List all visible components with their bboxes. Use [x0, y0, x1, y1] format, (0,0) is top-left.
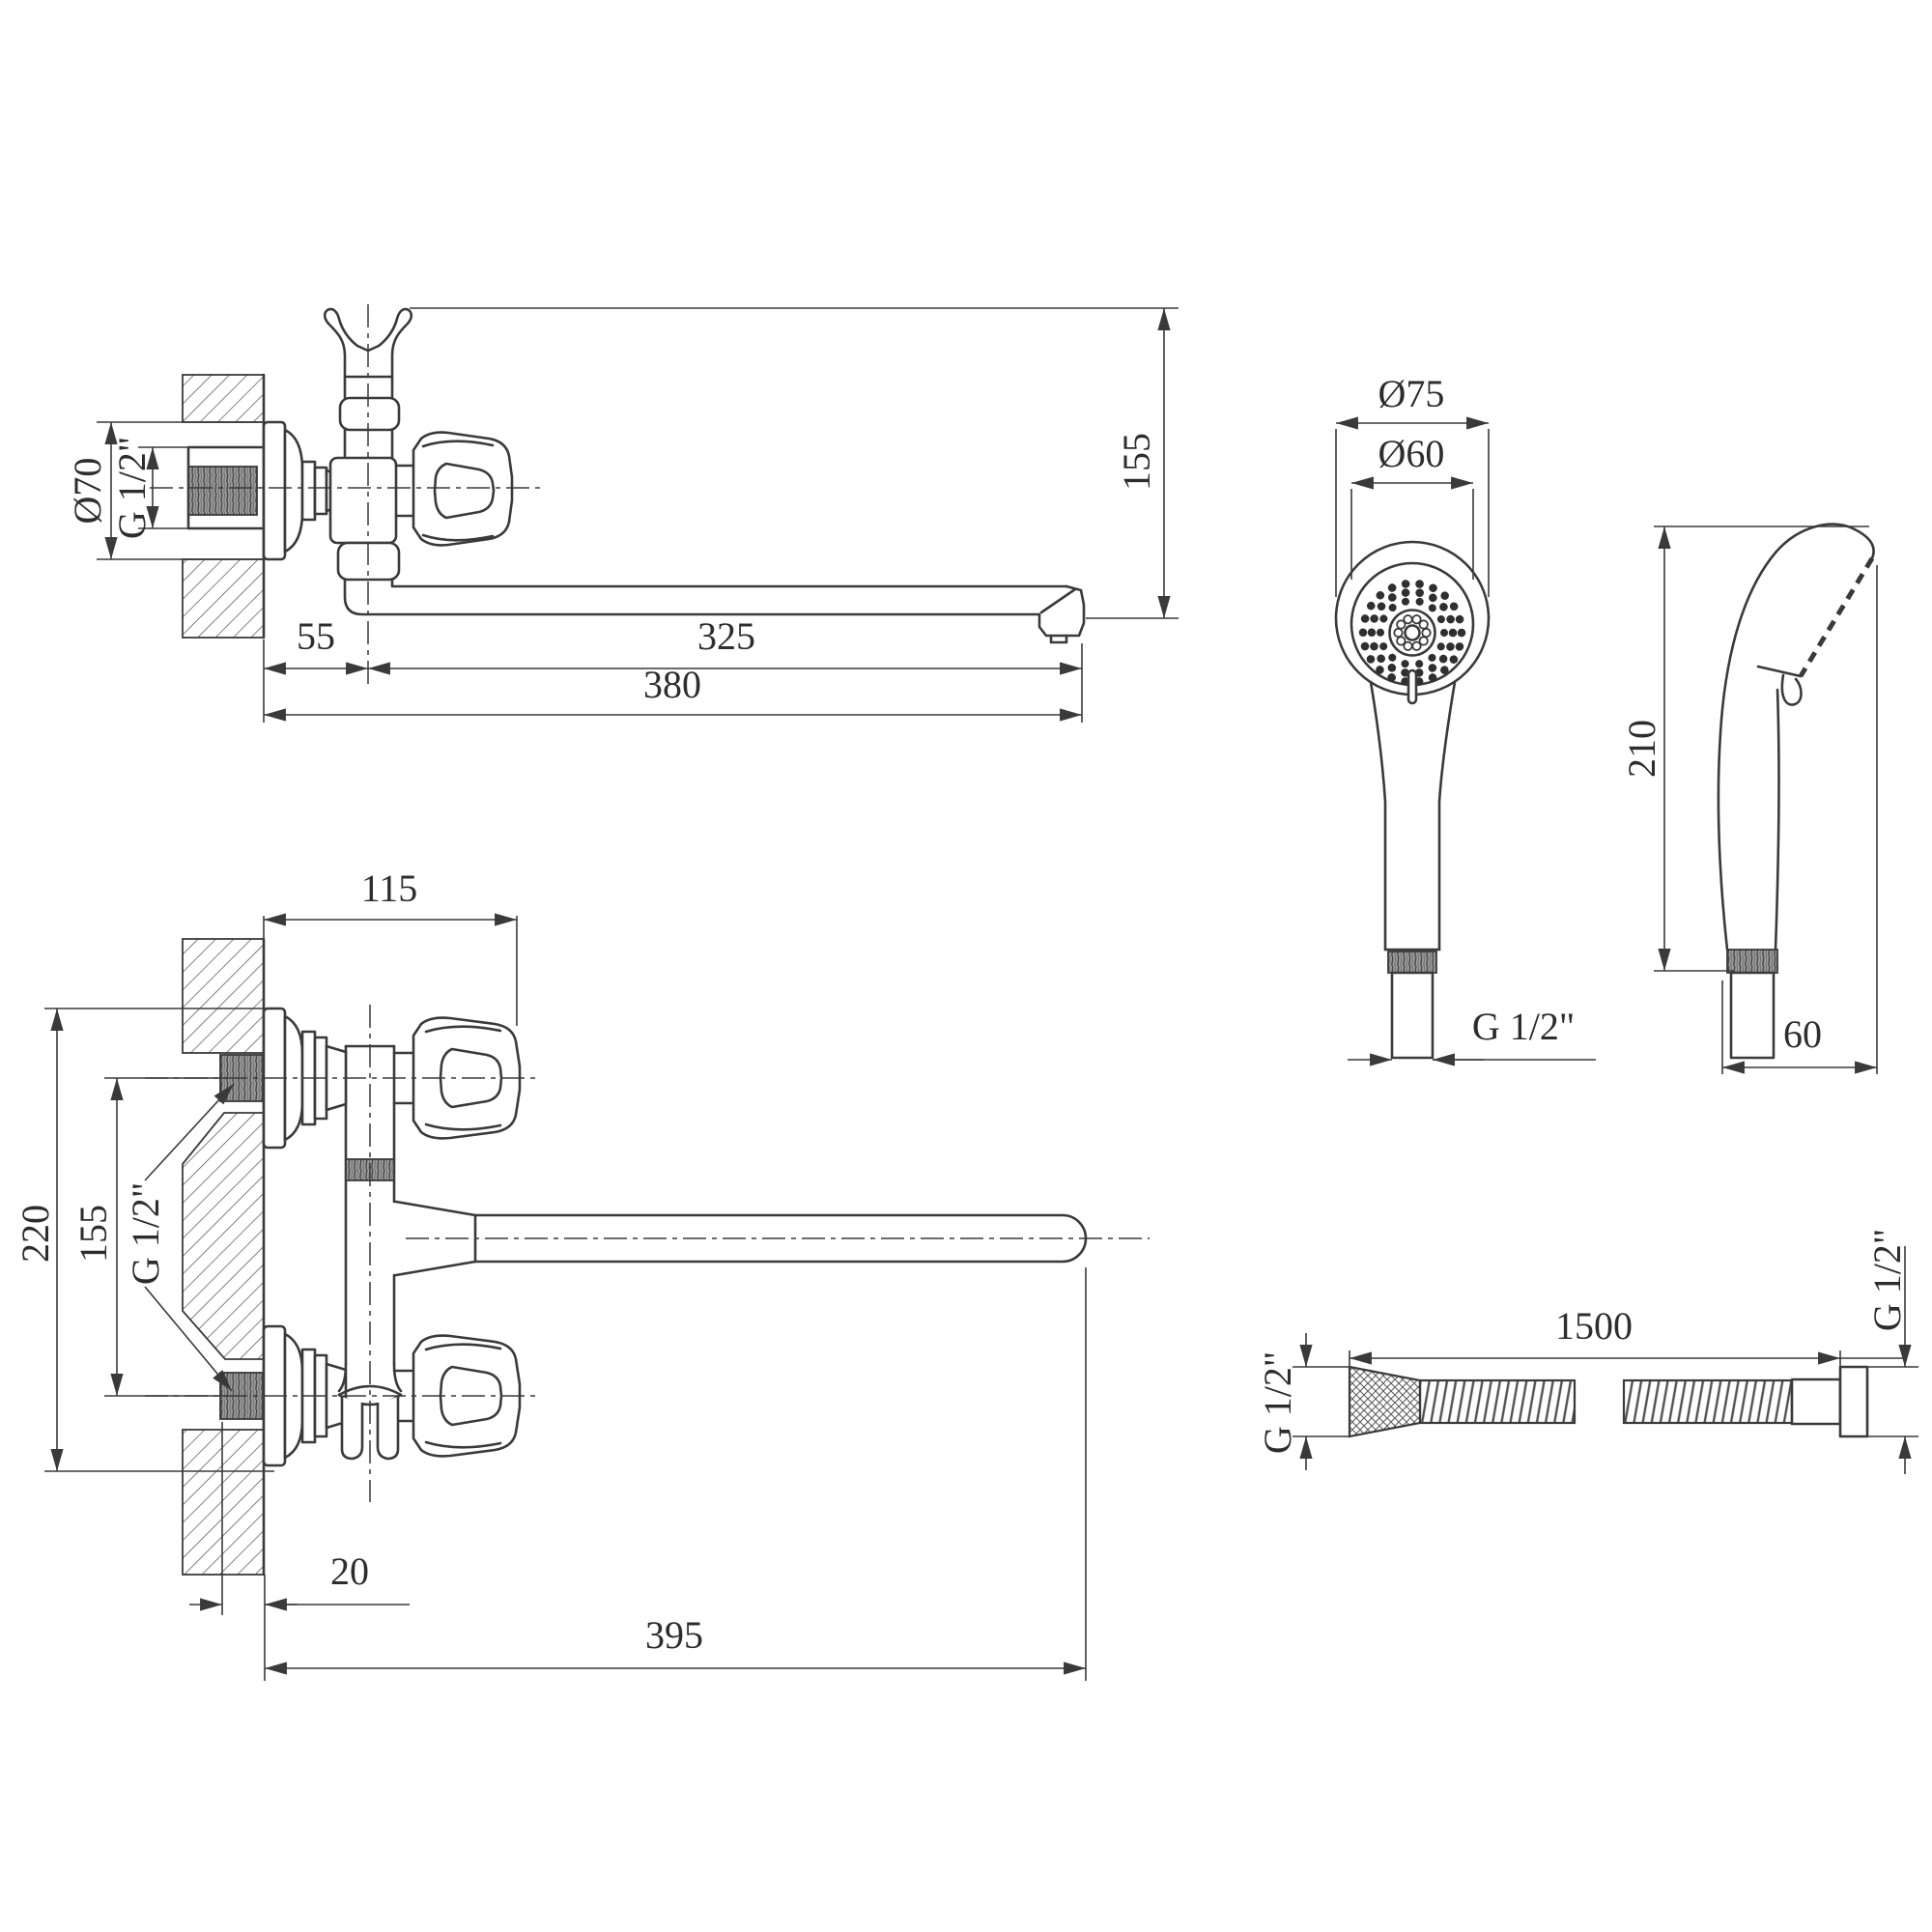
fork-rim-upper	[337, 1384, 403, 1397]
spout-end-chamfer	[1039, 587, 1077, 614]
mixer-front-view: 115 220 155 G 1/2" 20 3	[14, 867, 1150, 1681]
supply-pipe-thread	[187, 466, 258, 516]
handle-facet-top	[421, 440, 495, 448]
dim-handset-depth: 60	[1783, 1012, 1822, 1056]
spray-ring-outer	[1358, 579, 1466, 687]
head-visor-edge	[1756, 665, 1803, 678]
dimensions: 210 60	[1620, 526, 1878, 1074]
dim-handset-thread: G 1/2"	[1472, 1005, 1575, 1048]
escutcheon-plate	[262, 420, 287, 561]
dim-hose-length: 1500	[1555, 1304, 1633, 1348]
dim-head-diameter: Ø75	[1378, 372, 1445, 415]
dim-flange-diameter: Ø70	[66, 458, 109, 525]
spout-end-cap	[1037, 584, 1086, 638]
valve-ring-inner	[313, 466, 328, 516]
handle-edge-right	[1437, 680, 1457, 952]
dim-width: 115	[361, 867, 418, 910]
dim-hose-thread-left: G 1/2"	[1256, 1351, 1299, 1454]
wall-section	[182, 373, 266, 639]
hose-corrugation-left	[1418, 1378, 1577, 1425]
escutcheon	[262, 420, 342, 561]
fork-prong-left	[340, 1397, 364, 1461]
spout-side	[343, 578, 1086, 644]
center-nozzle	[1404, 624, 1421, 641]
spray-ring-middle	[1367, 587, 1458, 678]
spout-cone-top	[394, 1200, 477, 1217]
hose-right-nut	[1838, 1365, 1869, 1438]
dim-overall-height: 220	[14, 1205, 57, 1263]
handle-inner-edge	[1774, 688, 1780, 952]
dim-height: 155	[1115, 433, 1158, 491]
dim-axis-to-spout: 325	[697, 614, 755, 658]
dim-handset-height: 210	[1620, 720, 1663, 778]
handle-tail	[1729, 971, 1776, 1060]
thread-leader-top	[144, 1083, 235, 1181]
centerlines	[150, 304, 541, 686]
shower-hose: 1500 G 1/2" G 1/2"	[1256, 1229, 1918, 1474]
spout-outlet-nub	[1049, 634, 1068, 644]
spray-face-edge	[1798, 556, 1875, 678]
dimensions: Ø75 Ø60 G 1/2"	[1335, 372, 1596, 1066]
shower-holder-fork	[323, 307, 413, 379]
dim-thread: G 1/2"	[110, 437, 154, 539]
dim-reach: 395	[645, 1613, 703, 1657]
handset-side-view: 210 60	[1620, 523, 1878, 1074]
dim-face-diameter: Ø60	[1378, 432, 1445, 475]
fork-transition-right	[392, 1362, 403, 1393]
centerlines	[145, 1005, 1150, 1502]
dimensions: Ø70 G 1/2" 155 55 325 380	[66, 307, 1179, 723]
hose-left-connector	[1348, 1365, 1422, 1438]
hose-right-sleeve	[1790, 1378, 1842, 1426]
fork-prong-right	[376, 1397, 400, 1461]
handset-handle-front	[1369, 680, 1457, 1060]
dimensions: 1500 G 1/2" G 1/2"	[1256, 1229, 1918, 1474]
holder-fork	[323, 307, 413, 379]
handset-front-view: Ø75 Ø60 G 1/2"	[1334, 372, 1596, 1066]
spray-ring-inner	[1377, 597, 1448, 668]
handle-knob	[412, 431, 514, 547]
wall-hatch-middle	[182, 1112, 265, 1360]
handle-thread-band	[1726, 949, 1778, 974]
spout-outline-bottom	[343, 578, 1041, 616]
wall-hatch-lower	[182, 558, 265, 639]
fork-transition-left	[337, 1362, 348, 1393]
wall-hatch-bottom	[182, 1429, 265, 1576]
hub-circle	[1388, 609, 1436, 657]
dim-wall-to-axis: 55	[297, 614, 335, 658]
spout-outline-top	[390, 578, 1068, 588]
handle-facet-bottom	[421, 533, 495, 542]
handset-body-outline	[1717, 523, 1875, 952]
holder-hook-nib	[1780, 673, 1803, 706]
hub-nozzles	[1393, 614, 1432, 651]
dim-hose-thread-right: G 1/2"	[1865, 1229, 1909, 1331]
handle-thread-band	[1387, 951, 1437, 974]
thread-leader-bottom	[144, 1286, 233, 1392]
wall-hatch-upper	[182, 374, 265, 423]
upper-collar	[338, 396, 401, 432]
handle-facet-main	[433, 462, 496, 520]
riser-pipe	[328, 375, 401, 582]
dimensions: 115 220 155 G 1/2" 20 3	[14, 867, 1087, 1681]
dim-total-reach: 380	[643, 663, 701, 706]
spout-cone-bottom	[394, 1260, 477, 1277]
side-handle	[394, 431, 514, 547]
escutcheon-dome	[283, 428, 304, 554]
pivot-slot	[1406, 668, 1418, 705]
spray-face	[1358, 579, 1466, 705]
valve-body	[328, 456, 398, 545]
hose-corrugation-right	[1622, 1378, 1794, 1425]
dim-front-thread: G 1/2"	[124, 1182, 167, 1285]
handle-tail	[1390, 971, 1435, 1060]
wall-hatch-top	[182, 938, 265, 1054]
dim-centers: 155	[71, 1205, 115, 1263]
handle-edge-left	[1369, 680, 1387, 952]
wall-section	[182, 937, 266, 1577]
dim-offset: 20	[330, 1549, 369, 1593]
valve-ring-outer	[300, 460, 317, 522]
mixer-side-view: Ø70 G 1/2" 155 55 325 380	[66, 304, 1179, 723]
